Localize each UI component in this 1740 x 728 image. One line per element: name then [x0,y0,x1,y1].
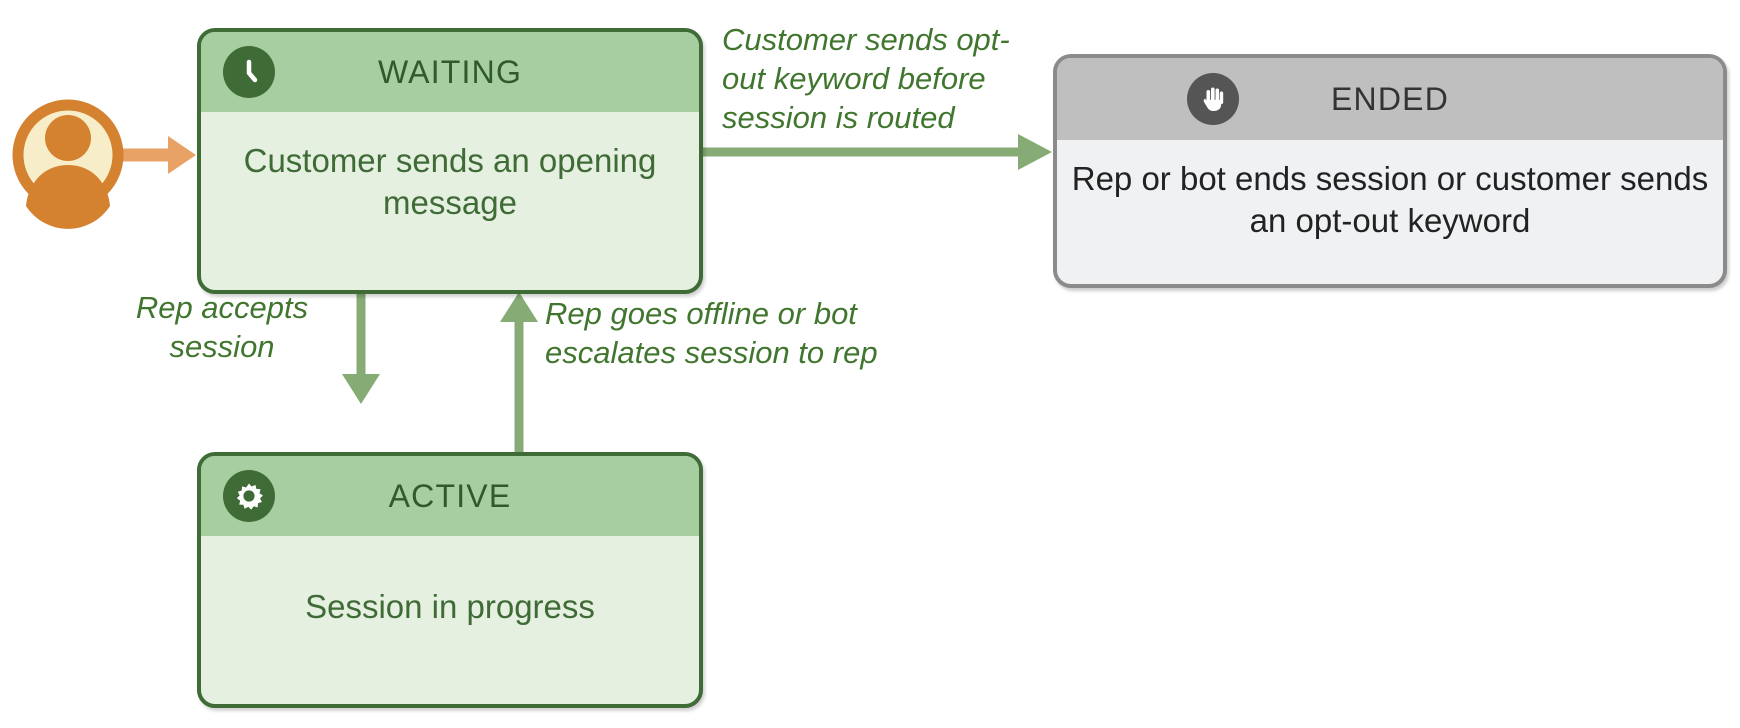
active-header: ACTIVE [201,456,699,536]
waiting-header: WAITING [201,32,699,112]
ended-title: ENDED [1330,80,1449,117]
state-node-ended[interactable]: ENDED Rep or bot ends session or custome… [1053,54,1727,288]
edge-waiting-to-ended [703,134,1052,170]
edge-label-waiting-to-active: Rep accepts session [135,290,309,365]
gear-icon [223,470,275,522]
edge-label-active-to-waiting: Rep goes offline or bot escalates sessio… [545,296,878,371]
waiting-title: WAITING [377,53,523,90]
edge-label-waiting-to-ended: Customer sends opt- out keyword before s… [722,22,1010,136]
clock-icon [223,46,275,98]
waiting-body: Customer sends an opening message [201,112,699,290]
state-node-waiting[interactable]: WAITING Customer sends an opening messag… [197,28,703,294]
ended-body-text: Rep or bot ends session or customer send… [1071,160,1709,240]
edge-waiting-to-active [342,294,380,404]
active-title: ACTIVE [388,477,512,514]
ended-header: ENDED [1057,58,1723,140]
state-node-active[interactable]: ACTIVE Session in progress [197,452,703,708]
edge-start-to-waiting [122,136,196,174]
ended-body: Rep or bot ends session or customer send… [1057,140,1723,284]
active-body-text: Session in progress [305,588,595,625]
hand-stop-icon [1187,73,1239,125]
waiting-body-text: Customer sends an opening message [243,142,657,222]
person-icon [12,99,124,229]
edge-active-to-waiting [500,292,538,452]
active-body: Session in progress [201,536,699,704]
